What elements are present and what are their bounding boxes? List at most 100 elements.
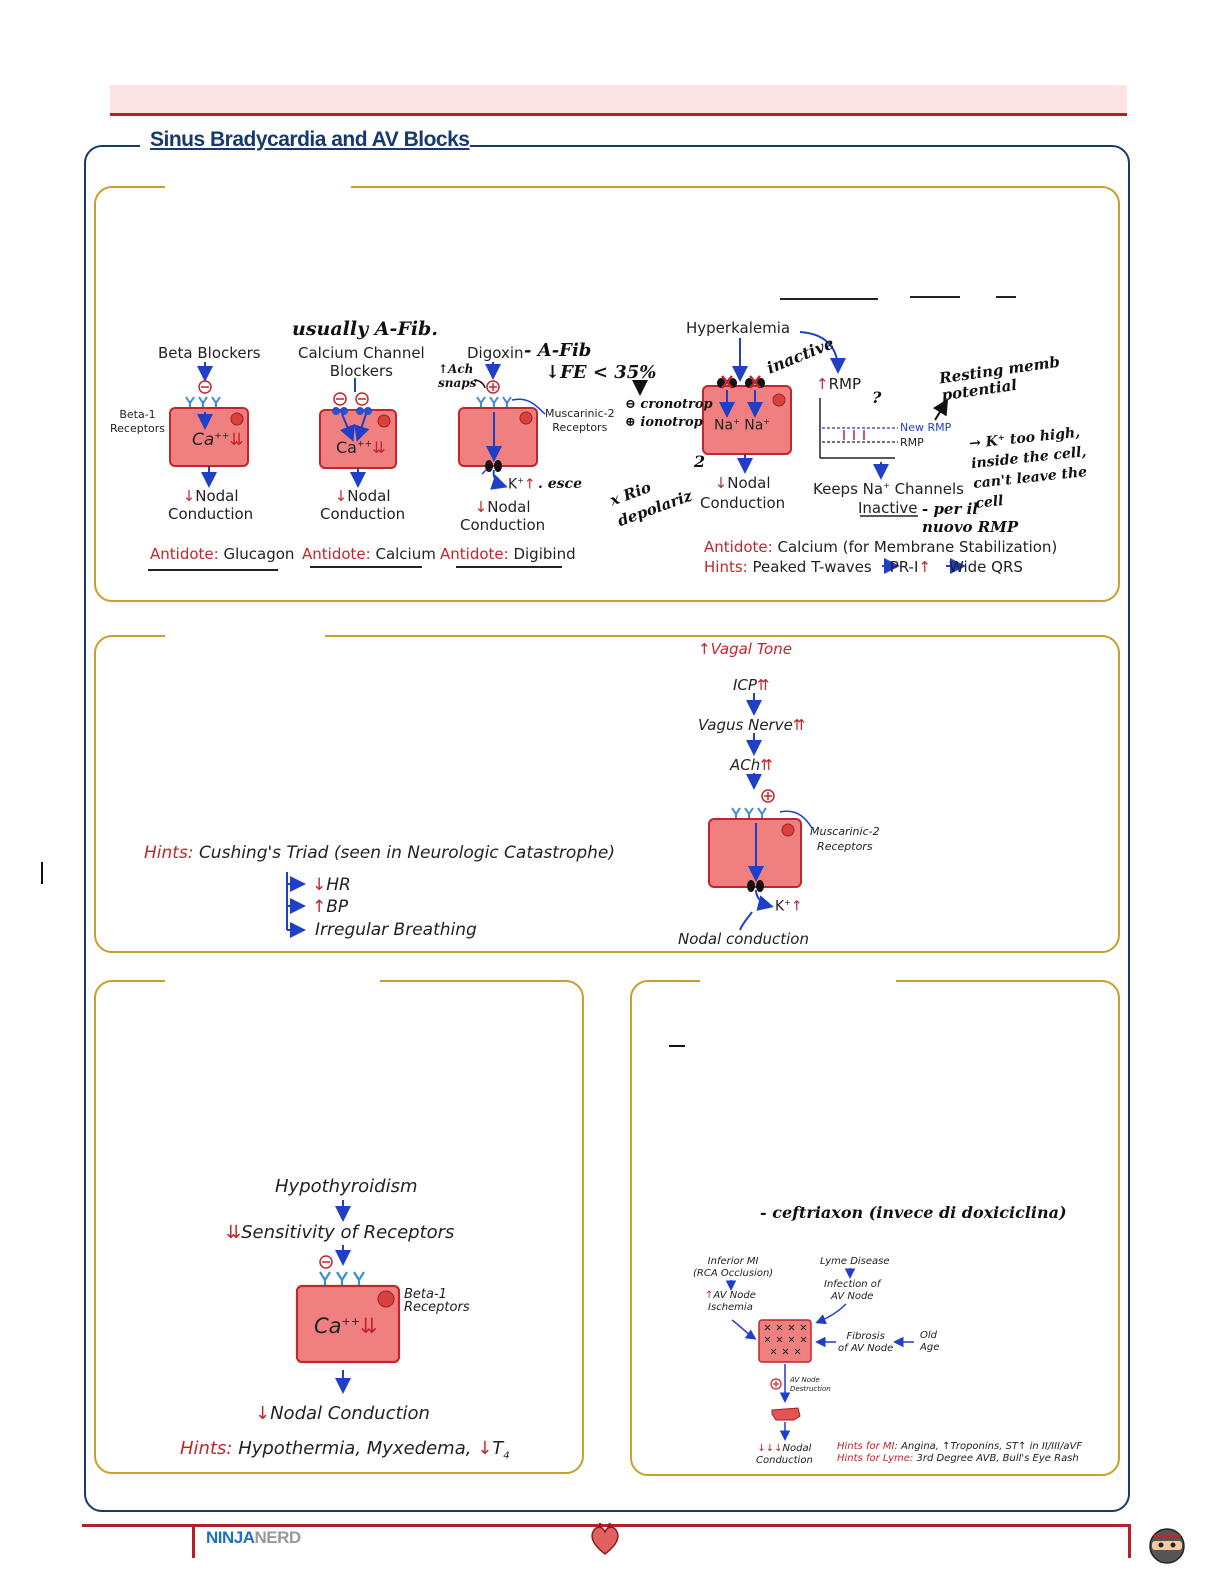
na-text: Na xyxy=(744,417,764,434)
footer-divider xyxy=(192,1524,195,1558)
handwritten-note: usually A-Fib. xyxy=(292,318,438,340)
handwritten-note: ↓FE < 35% xyxy=(545,362,657,383)
beta1-receptors-label: Beta-1 Receptors xyxy=(110,408,166,435)
keeps-text: Keeps Na xyxy=(813,480,884,498)
nodal-conduction-label: Nodal conduction xyxy=(678,930,809,948)
section-label-gap xyxy=(165,977,380,983)
ach-label: ACh⇈ xyxy=(730,756,773,774)
nodal-text: Nodal Conduction xyxy=(756,1443,813,1466)
hints-label: Hints for MI: xyxy=(837,1441,898,1452)
nodal-conduction-label: ↓Nodal Conduction xyxy=(460,498,545,534)
icp-text: ICP xyxy=(733,676,757,694)
down-arrow: ↓ xyxy=(477,1438,493,1459)
nodal-conduction-label: ↓↓↓Nodal Conduction xyxy=(756,1443,813,1467)
muscarinic-receptors-label: Muscarinic-2 Receptors xyxy=(810,825,880,853)
nodal-conduction-label: ↓Nodal Conduction xyxy=(168,487,253,523)
blank-line xyxy=(780,298,878,300)
handwritten-note: - ceftriaxon (invece di doxiciclina) xyxy=(760,1203,1067,1222)
hint-a: Peaked T-waves xyxy=(752,558,872,576)
nodal-text: Nodal Conduction xyxy=(320,487,406,523)
keeps-na-label: Keeps Na+ Channels xyxy=(813,480,964,498)
blank-line xyxy=(910,296,960,298)
muscarinic-receptors-label: Muscarinic-2 Receptors xyxy=(545,407,615,434)
hints-label: Hints: xyxy=(180,1438,233,1459)
down-arrow: ↓ xyxy=(255,1403,271,1424)
hints-hypothyroid: Hints: Hypothermia, Myxedema, ↓T4 xyxy=(180,1438,510,1462)
sodium-label: Na+ Na+ xyxy=(714,417,770,434)
antidote-label: Antidote: xyxy=(440,545,509,563)
nodal-conduction-label: ↓Nodal Conduction xyxy=(700,473,785,513)
rmp-text: RMP xyxy=(828,375,861,393)
channels-text: Channels xyxy=(894,480,964,498)
ninja-nerd-logo: NINJANERD xyxy=(206,1528,301,1548)
antidote-membrane: Antidote: Calcium (for Membrane Stabiliz… xyxy=(704,538,1057,556)
up-arrow: ↑ xyxy=(523,476,536,493)
up-arrow: ↑ xyxy=(816,375,829,393)
k-note-text: esce xyxy=(547,476,582,492)
nodal-text: Nodal Conduction xyxy=(700,474,786,512)
t4-text: T xyxy=(492,1438,504,1459)
antidote-label: Antidote: xyxy=(302,545,371,563)
up-arrows: ⇈ xyxy=(756,676,770,694)
section-vagal xyxy=(94,635,1120,953)
underline xyxy=(310,566,422,568)
ca-text: Ca xyxy=(336,438,357,457)
calcium-label: Ca++⇊ xyxy=(192,430,244,450)
k-text: K xyxy=(775,898,785,915)
down-arrow: ↓ xyxy=(334,487,348,505)
potassium-label: K+↑ xyxy=(775,898,803,915)
sensitivity-text: Sensitivity of Receptors xyxy=(241,1222,455,1243)
hints-label: Hints: xyxy=(704,558,748,576)
hints-value: Cushing's Triad (seen in Neurologic Cata… xyxy=(198,843,615,863)
hypothyroidism-label: Hypothyroidism xyxy=(275,1176,418,1197)
underline xyxy=(456,566,562,568)
underline xyxy=(148,569,278,571)
antidote-value: Digibind xyxy=(513,545,576,563)
triad-breathing: Irregular Breathing xyxy=(315,920,477,940)
down-arrow: ↓ xyxy=(182,487,196,505)
down-arrow: ↓ xyxy=(312,875,327,895)
margin-mark xyxy=(41,862,43,884)
title-mask xyxy=(140,128,470,162)
nodal-conduction-label: ↓Nodal Conduction xyxy=(320,487,405,523)
vagal-text: Vagal Tone xyxy=(710,640,792,658)
hyperkalemia-label: Hyperkalemia xyxy=(686,319,791,337)
rmp-label: ↑RMP xyxy=(816,375,861,393)
down-arrows: ⇊ xyxy=(372,438,386,457)
handwritten-note: ↑Ach snaps xyxy=(438,362,477,390)
antidote-value: Calcium xyxy=(375,545,436,563)
rmp-line-label: RMP xyxy=(900,436,924,449)
hints-value: Hypothermia, Myxedema, xyxy=(238,1438,478,1459)
section-label-gap xyxy=(700,977,896,983)
hint-b: PR-I xyxy=(889,558,919,576)
down-arrows: ⇊ xyxy=(229,430,244,450)
old-age-label: Old Age xyxy=(920,1330,940,1353)
ccb-label: Calcium Channel Blockers xyxy=(298,344,425,380)
antidote-label: Antidote: xyxy=(150,545,219,563)
down-arrows: ⇊ xyxy=(359,1314,378,1338)
antidote-digibind: Antidote: Digibind xyxy=(440,545,576,563)
footer-line xyxy=(82,1524,1128,1527)
down-arrows: ⇊ xyxy=(226,1222,242,1243)
up-arrow: ↑ xyxy=(698,640,711,658)
ach-text: ACh xyxy=(730,756,761,774)
icp-label: ICP⇈ xyxy=(733,676,770,694)
hints-label: Hints: xyxy=(144,843,194,863)
nodal-conduction-label: ↓Nodal Conduction xyxy=(255,1403,430,1424)
infection-label: Infection of AV Node xyxy=(824,1279,881,1302)
handwritten-note: . esce xyxy=(538,476,582,492)
av-destruction-label: AV Node Destruction xyxy=(790,1376,831,1393)
header-banner xyxy=(110,85,1127,116)
hints-cushing: Hints: Cushing's Triad (seen in Neurolog… xyxy=(144,843,615,863)
up-arrow: ↑ xyxy=(705,1290,714,1301)
hints-value: 3rd Degree AVB, Bull's Eye Rash xyxy=(916,1453,1079,1464)
vagus-label: Vagus Nerve⇈ xyxy=(698,716,805,734)
down-arrow: ↓ xyxy=(474,498,488,516)
antidote-value: Glucagon xyxy=(223,545,295,563)
inferior-mi-label: Inferior MI (RCA Occlusion) xyxy=(693,1256,774,1279)
antidote-value: Calcium (for Membrane Stabilization) xyxy=(777,538,1058,556)
vagal-tone-label: ↑Vagal Tone xyxy=(698,640,792,658)
section-drug-causes xyxy=(94,186,1120,602)
triad-text: BP xyxy=(326,897,349,917)
nodal-text: Nodal Conduction xyxy=(460,498,546,534)
